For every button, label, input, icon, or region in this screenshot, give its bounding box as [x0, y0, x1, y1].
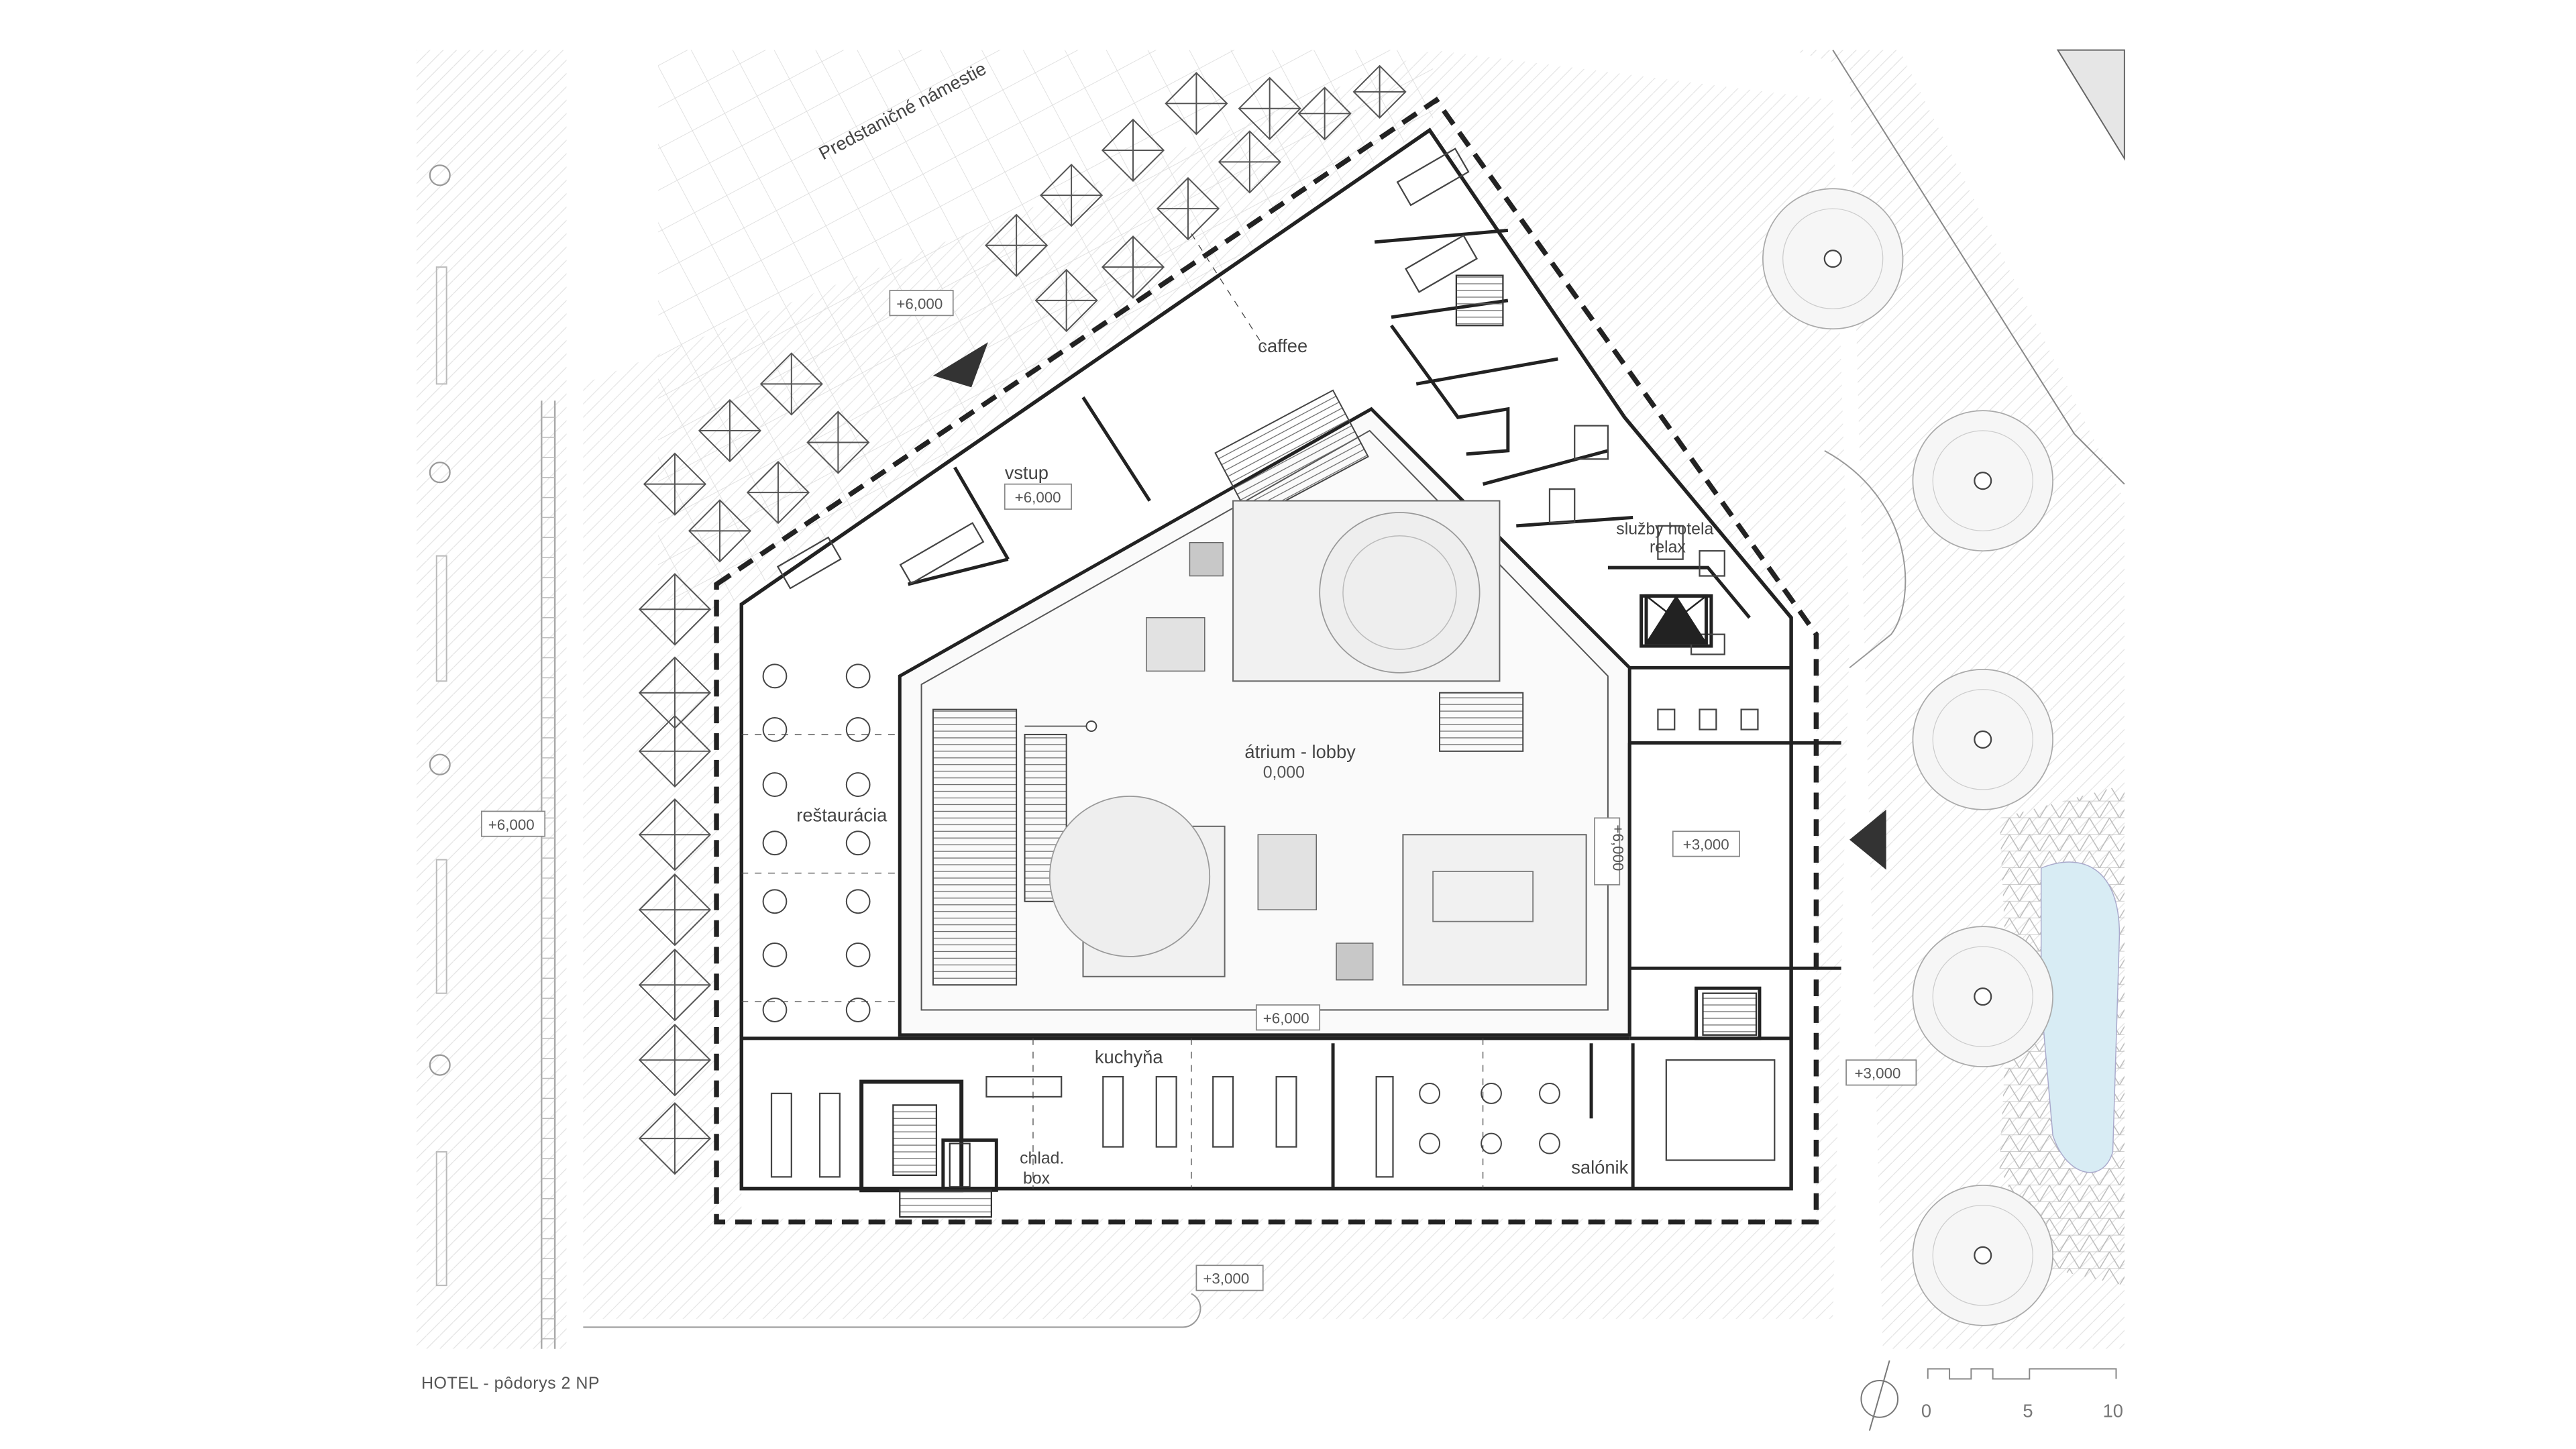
stair-cores [892, 274, 1758, 1218]
level-atrium: 0,000 [1263, 763, 1305, 782]
room-label-kuchyna: kuchyňa [1095, 1046, 1163, 1067]
room-label-sluzby-line2: relax [1650, 538, 1686, 557]
scale-label-5: 5 [2023, 1401, 2033, 1421]
restaurant-tables [762, 663, 1560, 1155]
room-label-sluzby-line1: služby hotela [1616, 519, 1713, 538]
room-label-chlad-line2: box [1023, 1169, 1051, 1187]
room-label-salonik: salónik [1571, 1157, 1628, 1177]
level-east-court: +3,000 [1683, 837, 1729, 853]
drawing-title: HOTEL - pôdorys 2 NP [421, 1374, 600, 1393]
level-southeast: +3,000 [1855, 1065, 1901, 1082]
scale-label-0: 0 [1921, 1401, 1931, 1421]
atrium-lobby [898, 389, 1631, 1037]
interior-walls [741, 228, 1841, 1193]
room-label-caffee: caffee [1258, 335, 1307, 356]
level-atrium-south: +6,000 [1263, 1010, 1309, 1026]
level-markers [480, 290, 1917, 1291]
level-west: +6,000 [488, 816, 535, 833]
level-south: +3,000 [1203, 1271, 1249, 1287]
elevator-box [1644, 594, 1708, 645]
level-labels: +6,000 +6,000 0,000 +6,000 +6,000 +6,000… [488, 295, 1901, 1287]
scale-label-10: 10 [2103, 1401, 2123, 1421]
room-label-restauracia: reštaurácia [796, 804, 888, 825]
room-label-atrium: átrium - lobby [1244, 741, 1356, 762]
kitchen-counters [770, 148, 1776, 1178]
level-vstup: +6,000 [1015, 489, 1061, 506]
north-entrance-arrow [932, 342, 988, 388]
scale-bar: 0 5 10 [1921, 1368, 2123, 1421]
north-arrow [1860, 1360, 1899, 1431]
east-entrance-arrow [1849, 809, 1886, 870]
room-label-vstup: vstup [1005, 462, 1049, 483]
level-atrium-east: +6,000 [1609, 824, 1626, 871]
room-label-chlad-line1: chlad. [1020, 1148, 1064, 1167]
terrace-parasols [638, 64, 1407, 1175]
level-plaza: +6,000 [896, 295, 943, 312]
column-grid [741, 233, 1484, 1189]
